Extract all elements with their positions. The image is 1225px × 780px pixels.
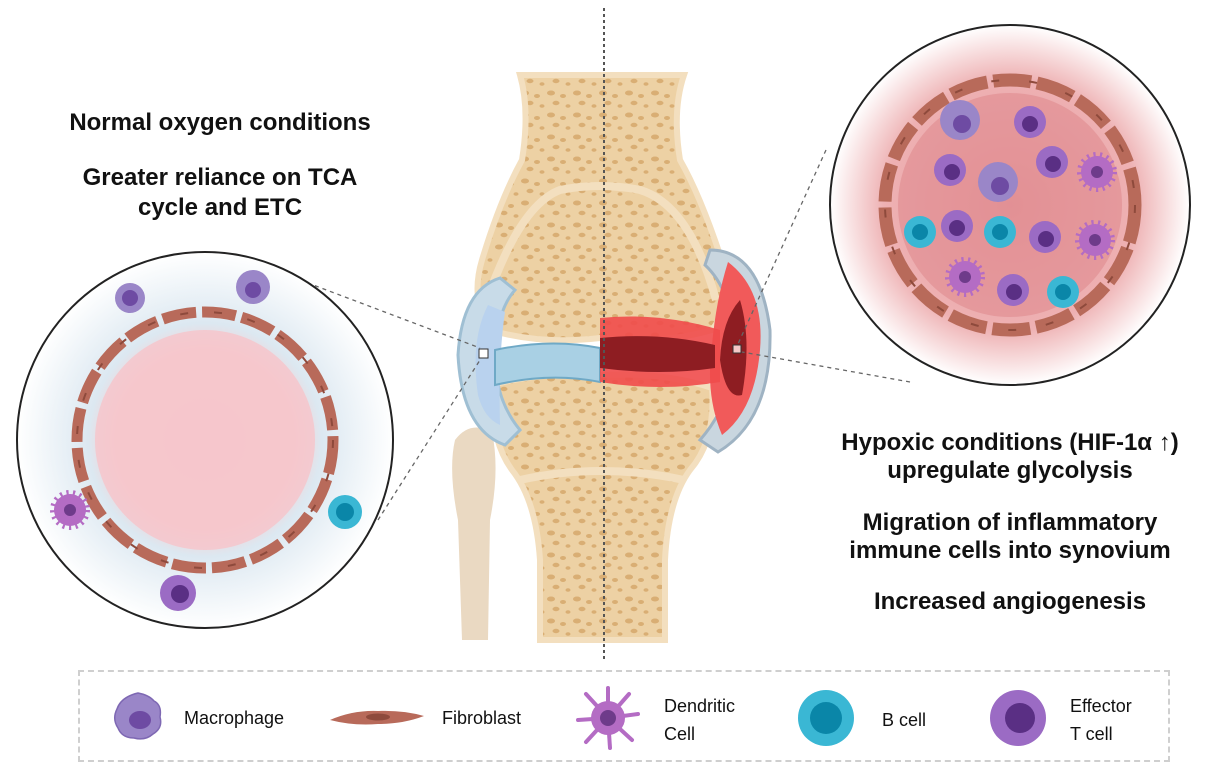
normal-oxygen-heading: Normal oxygen conditions — [69, 109, 371, 136]
hypoxic-synovium-inset — [829, 24, 1191, 386]
normal-synovium-inset — [16, 251, 394, 629]
b-cell-icon — [798, 690, 854, 746]
legend-macrophage-label: Macrophage — [184, 708, 285, 728]
dendritic-cell — [945, 257, 985, 297]
femur-bone — [474, 72, 729, 344]
dendritic-cell — [1075, 220, 1115, 260]
tibia-bone — [488, 371, 716, 643]
migration-line2: immune cells into synovium — [849, 537, 1171, 564]
tca-reliance-line2: cycle and ETC — [137, 194, 303, 221]
fibula-bone — [452, 427, 496, 640]
tca-reliance-line1: Greater reliance on TCA — [82, 164, 358, 191]
legend-b-cell-label: B cell — [882, 710, 927, 730]
hypoxic-conditions-line1: Hypoxic conditions (HIF-1α ↑) — [841, 429, 1179, 456]
cell-legend: Macrophage Fibroblast Dendritic Cell B c… — [78, 670, 1170, 762]
connector-line — [299, 279, 481, 349]
normal-zoom-marker — [478, 348, 489, 359]
effector-t-cell — [1014, 106, 1046, 138]
dendritic-cell — [50, 490, 90, 530]
legend-fibroblast-label: Fibroblast — [442, 708, 522, 728]
femur-cortex — [483, 182, 720, 302]
legend-effector-label-1: Effector — [1070, 696, 1132, 716]
b-cell — [1047, 276, 1079, 308]
b-cell — [904, 216, 936, 248]
connector-line — [737, 149, 827, 345]
b-cell — [328, 495, 362, 529]
effector-t-cell — [941, 210, 973, 242]
inflamed-joint-core — [600, 336, 715, 372]
joint-cartilage — [494, 342, 601, 387]
macrophage-icon — [114, 692, 162, 740]
normal-synovium — [475, 305, 505, 425]
macrophage-cell — [940, 100, 980, 140]
tibia-cortex — [519, 467, 685, 484]
hypoxic-conditions-line2: upregulate glycolysis — [887, 457, 1133, 484]
effector-t-cell — [1029, 221, 1061, 253]
dendritic-cell — [1077, 152, 1117, 192]
legend-effector-label-2: T cell — [1070, 724, 1113, 744]
migration-line1: Migration of inflammatory — [862, 509, 1158, 536]
effector-t-cell — [1036, 146, 1068, 178]
angiogenesis-text: Increased angiogenesis — [873, 588, 1147, 615]
inflamed-zoom-marker — [732, 344, 742, 354]
effector-t-cell — [997, 274, 1029, 306]
dendritic-cell-icon — [576, 686, 640, 750]
b-cell — [984, 216, 1016, 248]
macrophage-cell — [978, 162, 1018, 202]
macrophage-cell — [236, 270, 270, 304]
legend-dendritic-label-1: Dendritic — [664, 696, 736, 716]
effector-t-cell-icon — [990, 690, 1046, 746]
fibroblast-icon — [330, 710, 424, 725]
effector-t-cell — [160, 575, 196, 611]
macrophage-cell — [115, 283, 145, 313]
legend-dendritic-label-2: Cell — [664, 724, 696, 744]
effector-t-cell — [934, 154, 966, 186]
